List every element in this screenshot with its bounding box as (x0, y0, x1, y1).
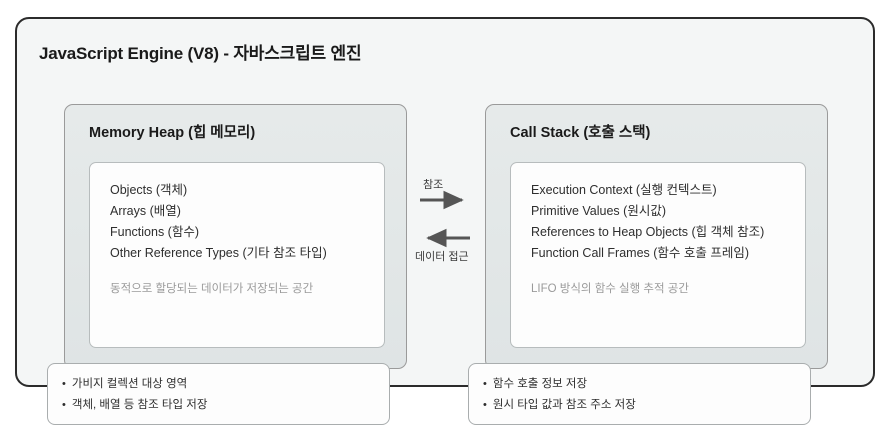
list-item: References to Heap Objects (힙 객체 참조) (531, 225, 765, 239)
memory-heap-title: Memory Heap (힙 메모리) (89, 125, 256, 141)
memory-heap-panel: Memory Heap (힙 메모리) Objects (객체) Arrays … (64, 104, 407, 369)
call-stack-item-list: Execution Context (실행 컨텍스트) Primitive Va… (531, 180, 795, 298)
memory-heap-item-list: Objects (객체) Arrays (배열) Functions (함수) … (110, 180, 374, 298)
list-item: Primitive Values (원시값) (531, 204, 666, 218)
list-item: 함수 호출 정보 저장 (483, 374, 636, 395)
list-item: 객체, 배열 등 참조 타입 저장 (62, 395, 208, 416)
memory-heap-bullet-list: 가비지 컬렉션 대상 영역 객체, 배열 등 참조 타입 저장 (62, 374, 208, 416)
call-stack-panel: Call Stack (호출 스택) Execution Context (실행… (485, 104, 828, 369)
call-stack-note: LIFO 방식의 함수 실행 추적 공간 (531, 283, 689, 295)
data-access-arrow-label: 데이터 접근 (415, 251, 469, 263)
call-stack-note-box: 함수 호출 정보 저장 원시 타입 값과 참조 주소 저장 (468, 363, 811, 425)
memory-heap-note: 동적으로 할당되는 데이터가 저장되는 공간 (110, 283, 314, 295)
list-item: 원시 타입 값과 참조 주소 저장 (483, 395, 636, 416)
engine-title: JavaScript Engine (V8) - 자바스크립트 엔진 (39, 44, 362, 63)
list-item: Execution Context (실행 컨텍스트) (531, 183, 717, 197)
list-item: 가비지 컬렉션 대상 영역 (62, 374, 207, 395)
call-stack-card: Execution Context (실행 컨텍스트) Primitive Va… (510, 162, 806, 348)
call-stack-title: Call Stack (호출 스택) (510, 125, 651, 141)
javascript-engine-container: JavaScript Engine (V8) - 자바스크립트 엔진 Memor… (15, 17, 875, 387)
call-stack-bullet-list: 함수 호출 정보 저장 원시 타입 값과 참조 주소 저장 (483, 374, 636, 416)
list-item: Arrays (배열) (110, 204, 181, 218)
list-item: Functions (함수) (110, 225, 199, 239)
list-item: Function Call Frames (함수 호출 프레임) (531, 246, 750, 260)
list-item: Other Reference Types (기타 참조 타입) (110, 246, 327, 260)
memory-heap-note-box: 가비지 컬렉션 대상 영역 객체, 배열 등 참조 타입 저장 (47, 363, 390, 425)
reference-arrow-label: 참조 (423, 179, 444, 191)
list-item: Objects (객체) (110, 183, 188, 197)
memory-heap-card: Objects (객체) Arrays (배열) Functions (함수) … (89, 162, 385, 348)
